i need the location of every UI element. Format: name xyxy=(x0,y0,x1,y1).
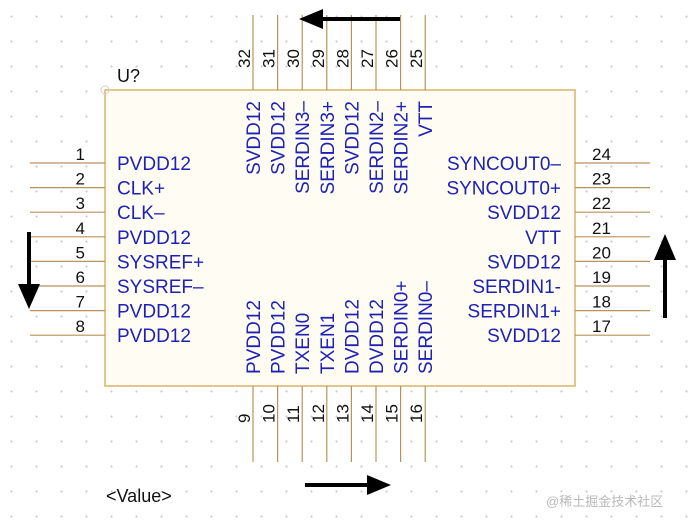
component-designator[interactable]: U? xyxy=(117,66,141,86)
pin-name: SYNCOUT0– xyxy=(447,154,561,175)
pin-number: 5 xyxy=(76,243,85,262)
pin-number: 9 xyxy=(235,414,254,423)
pin-number: 4 xyxy=(76,219,85,238)
pin-name: SERDIN1- xyxy=(472,277,561,298)
pin-number: 6 xyxy=(76,268,85,287)
pin-number: 13 xyxy=(333,404,352,423)
pin-number: 7 xyxy=(76,293,85,312)
pin-number: 29 xyxy=(309,49,328,68)
pin-number: 26 xyxy=(383,49,402,68)
pin-number: 10 xyxy=(260,404,279,423)
pin-name: PVDD12 xyxy=(117,228,191,249)
pin-number: 11 xyxy=(284,405,303,423)
down-arrow-icon xyxy=(18,232,40,309)
pin-name: TXEN0 xyxy=(293,313,314,374)
pin-name: SVDD12 xyxy=(487,252,561,273)
pin-name: CLK+ xyxy=(117,179,165,200)
pin-name: CLK– xyxy=(117,203,165,224)
pin-name: SVDD12 xyxy=(487,326,561,347)
pin-number: 20 xyxy=(592,243,611,262)
pin-name: SERDIN1+ xyxy=(468,302,561,323)
pin-number: 15 xyxy=(383,404,402,423)
arrows xyxy=(18,9,676,495)
pin-number: 23 xyxy=(592,170,611,189)
pin-name: SERDIN0+ xyxy=(392,281,413,374)
pin-name: SERDIN3– xyxy=(293,101,314,194)
left-arrow-icon xyxy=(299,9,400,29)
pin-number: 21 xyxy=(592,219,611,238)
pin-name: TXEN1 xyxy=(318,313,339,374)
pin-name: VTT xyxy=(416,101,437,137)
pin-name: PVDD12 xyxy=(117,154,191,175)
pin-number: 32 xyxy=(235,49,254,68)
pin-name: SYSREF– xyxy=(117,277,204,298)
pin-name: PVDD12 xyxy=(269,300,290,374)
pin-name: VTT xyxy=(525,228,561,249)
pin-name: DVDD12 xyxy=(367,299,388,374)
pin-number: 16 xyxy=(407,404,426,423)
watermark-text: @稀土掘金技术社区 xyxy=(546,494,664,509)
pin-name: SERDIN2– xyxy=(367,101,388,194)
pin-name: SYNCOUT0+ xyxy=(446,179,561,200)
pin-number: 17 xyxy=(592,317,611,336)
pin-name: SERDIN3+ xyxy=(318,101,339,194)
pin-number: 1 xyxy=(76,145,85,164)
pin-number: 8 xyxy=(76,317,85,336)
pin-number: 25 xyxy=(407,49,426,68)
pin-number: 14 xyxy=(358,404,377,423)
up-arrow-icon xyxy=(654,234,676,318)
pin-name: SVDD12 xyxy=(269,101,290,175)
pin-name: PVDD12 xyxy=(117,302,191,323)
pin-number: 27 xyxy=(358,49,377,68)
right-arrow-icon xyxy=(305,475,391,495)
pin-name: SVDD12 xyxy=(487,203,561,224)
pin-number: 31 xyxy=(260,49,279,68)
pin-number: 2 xyxy=(76,170,85,189)
pin-number: 24 xyxy=(592,145,611,164)
pin-number: 30 xyxy=(284,49,303,68)
component-body[interactable] xyxy=(104,89,576,387)
pin-name: SERDIN2+ xyxy=(392,101,413,194)
pin-name: PVDD12 xyxy=(117,326,191,347)
component-value[interactable]: <Value> xyxy=(106,486,172,506)
pin-name: PVDD12 xyxy=(244,300,265,374)
pin-name: SYSREF+ xyxy=(117,252,204,273)
pin-name: SERDIN0– xyxy=(416,281,437,374)
pin-name: DVDD12 xyxy=(342,299,363,374)
pin-number: 12 xyxy=(309,404,328,423)
pin-number: 22 xyxy=(592,194,611,213)
pin-number: 19 xyxy=(592,268,611,287)
origin-marker xyxy=(100,85,110,95)
pin-number: 3 xyxy=(76,194,85,213)
pin-name: SVDD12 xyxy=(244,101,265,175)
pin-number: 18 xyxy=(592,293,611,312)
pin-name: SVDD12 xyxy=(342,101,363,175)
pin-number: 28 xyxy=(333,49,352,68)
